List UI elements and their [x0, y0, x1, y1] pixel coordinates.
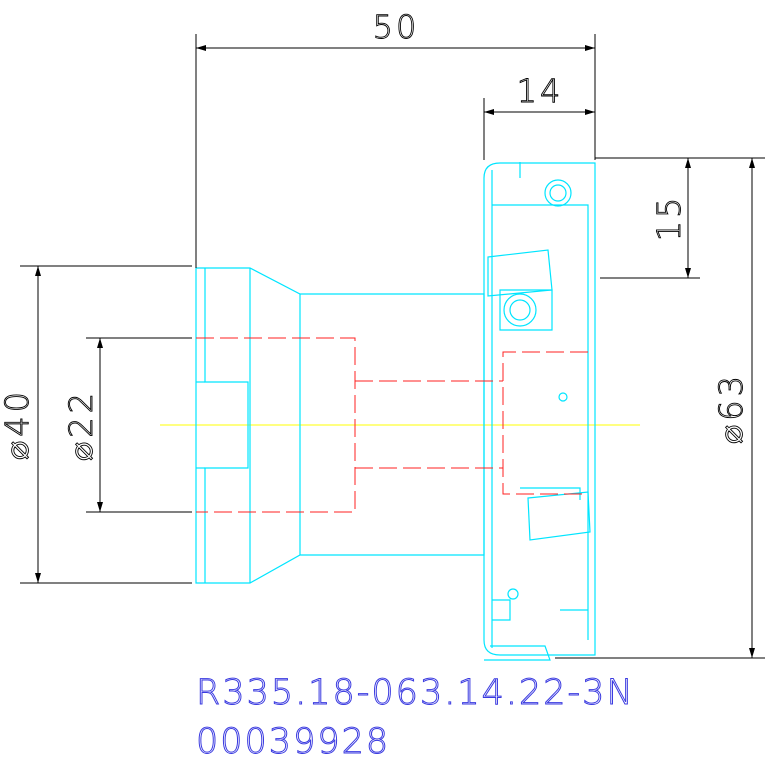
item-code-label: 00039928 — [195, 722, 391, 762]
part-outline — [195, 162, 596, 661]
dim-insert-width: 14 — [517, 72, 564, 110]
dimension-lines — [20, 34, 765, 659]
dim-bore-diameter: ⌀22 — [62, 389, 100, 461]
dim-insert-offset: 15 — [650, 195, 688, 242]
dim-overall-length: 50 — [373, 8, 420, 46]
dim-cutter-diameter: ⌀63 — [712, 372, 750, 444]
hidden-lines — [196, 337, 588, 513]
part-number-label: R335.18-063.14.22-3N — [196, 673, 635, 713]
dim-hub-diameter: ⌀40 — [0, 388, 36, 460]
